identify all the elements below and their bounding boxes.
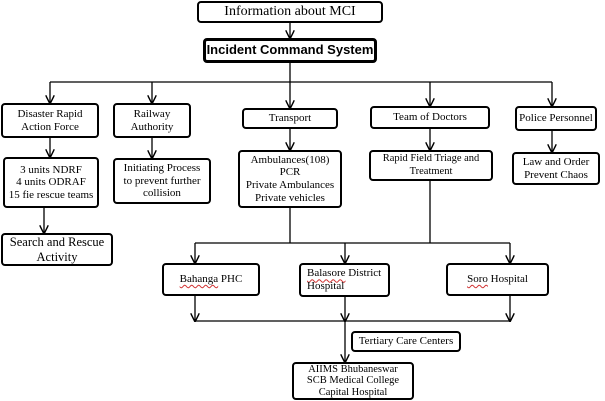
aiims-bhubaneswar-text: AIIMS Bhubaneswar (308, 363, 398, 375)
title-box: Information about MCI (197, 1, 383, 23)
ambulances-line-2: PCR (279, 166, 301, 179)
rescue-units-box: 3 units NDRF 4 units ODRAF 15 fie rescue… (3, 157, 99, 208)
police-personnel-text: Police Personnel (519, 112, 593, 125)
police-personnel-box: Police Personnel (515, 106, 597, 131)
railway-head-line-1: Railway (133, 107, 171, 120)
bahanga-word: Bahanga (179, 273, 219, 286)
triage-line-2: Treatment (409, 165, 453, 177)
ndrf-head-line-2: Action Force (21, 120, 79, 133)
incident-command-box: Incident Command System (203, 38, 377, 63)
railway-process-line-2: to prevent further (123, 174, 201, 187)
ambulances-line-3: Private Ambulances (245, 179, 335, 191)
scb-medical-college-text: SCB Medical College (306, 375, 400, 387)
search-rescue-line-2: Activity (36, 249, 78, 264)
railway-authority-box: Railway Authority (113, 103, 191, 138)
team-of-doctors-text: Team of Doctors (393, 111, 467, 124)
tertiary-care-centers-text: Tertiary Care Centers (358, 335, 454, 348)
soro-hospital-text: Soro Hospital (467, 273, 528, 286)
rescue-units-line-3: 15 fie rescue teams (8, 188, 94, 201)
team-of-doctors-box: Team of Doctors (370, 106, 490, 129)
disaster-rapid-action-force-box: Disaster Rapid Action Force (1, 103, 99, 138)
triage-line-1: Rapid Field Triage and (382, 153, 480, 165)
balasore-word: Balasore (307, 267, 346, 280)
bahanga-phc-box: Bahanga PHC (162, 263, 260, 296)
railway-process-box: Initiating Process to prevent further co… (113, 158, 211, 204)
rescue-units-line-1: 3 units NDRF (20, 163, 82, 176)
title-text: Information about MCI (224, 3, 356, 19)
soro-hospital-box: Soro Hospital (446, 263, 549, 296)
capital-hospital-text: Capital Hospital (318, 386, 388, 398)
balasore-line-1-rest: District (345, 267, 382, 280)
transport-box: Transport (242, 108, 338, 129)
soro-word: Soro (467, 273, 488, 286)
law-and-order-box: Law and Order Prevent Chaos (512, 152, 600, 185)
law-order-line-1: Law and Order (522, 155, 590, 168)
balasore-line-2: Hospital (307, 280, 345, 292)
search-rescue-line-1: Search and Rescue (9, 235, 105, 250)
rescue-units-line-2: 4 units ODRAF (16, 176, 86, 189)
balasore-district-hospital-box: Balasore District Hospital (299, 263, 390, 297)
ambulances-line-1: Ambulances(108) (250, 153, 330, 166)
rapid-field-triage-box: Rapid Field Triage and Treatment (369, 150, 493, 181)
law-order-line-2: Prevent Chaos (524, 168, 588, 181)
search-and-rescue-box: Search and Rescue Activity (1, 233, 113, 266)
railway-process-line-1: Initiating Process (123, 162, 201, 175)
railway-head-line-2: Authority (130, 120, 174, 133)
bahanga-phc-text: Bahanga PHC (180, 273, 243, 286)
bahanga-suffix: PHC (218, 273, 243, 286)
transport-text: Transport (268, 112, 312, 125)
ambulances-box: Ambulances(108) PCR Private Ambulances P… (238, 150, 342, 208)
ndrf-head-line-1: Disaster Rapid (17, 107, 83, 120)
balasore-line-1: Balasore District (307, 267, 381, 280)
tertiary-hospitals-box: AIIMS Bhubaneswar SCB Medical College Ca… (292, 362, 414, 400)
tertiary-care-centers-box: Tertiary Care Centers (351, 331, 461, 352)
incident-command-text: Incident Command System (206, 42, 374, 58)
ambulances-line-4: Private vehicles (255, 191, 325, 204)
railway-process-line-3: collision (143, 187, 181, 200)
soro-suffix: Hospital (487, 273, 528, 286)
